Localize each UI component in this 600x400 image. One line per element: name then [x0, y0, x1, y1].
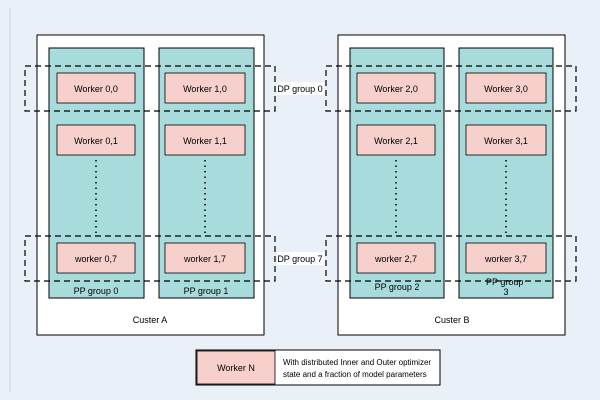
worker-2-1-box — [356, 124, 436, 156]
worker-1-1-box — [164, 124, 246, 156]
pp-group-3-label-line1: PP group — [486, 277, 523, 287]
worker-0-1-label: Worker 0,1 — [74, 136, 118, 146]
worker-2-7-label: worker 2,7 — [374, 254, 417, 264]
worker-1-7-label: worker 1,7 — [183, 254, 226, 264]
worker-3-0-label: Worker 3,0 — [484, 84, 528, 94]
worker-2-0-label: Worker 2,0 — [374, 84, 418, 94]
dp-group-0-label-bg — [277, 82, 324, 95]
dp-group-7-box — [24, 235, 276, 282]
worker-3-1-box — [465, 124, 547, 156]
dp-group-0-box-cluster-b — [325, 65, 577, 112]
worker-0-7-box — [56, 242, 136, 274]
dp-group-0-box — [24, 65, 276, 112]
dp-group-0-label: DP group 0 — [277, 84, 322, 94]
legend-worker-box — [196, 350, 276, 385]
worker-2-0-box — [356, 72, 436, 104]
worker-1-7-box — [164, 242, 246, 274]
worker-1-0-label: Worker 1,0 — [183, 84, 227, 94]
dp-group-7-label-bg — [277, 252, 324, 265]
worker-0-1-box — [56, 124, 136, 156]
worker-3-1-label: Worker 3,1 — [484, 136, 528, 146]
worker-3-0-box — [465, 72, 547, 104]
cluster-a-label: Custer A — [133, 315, 168, 325]
legend-description-line2: state and a fraction of model parameters — [283, 370, 427, 379]
pp-group-0-label: PP group 0 — [74, 286, 119, 296]
worker-3-7-label: worker 3,7 — [484, 254, 527, 264]
cluster-b-label: Custer B — [434, 315, 469, 325]
worker-0-7-label: worker 0,7 — [74, 254, 117, 264]
pp-group-3-label: PP group 3 — [486, 277, 526, 297]
pp-group-2-label: PP group 2 — [375, 282, 420, 292]
dp-group-7-box-cluster-b — [325, 235, 577, 282]
pp-group-3-label-line2: 3 — [503, 287, 508, 297]
worker-0-0-box — [56, 72, 136, 104]
worker-3-7-box — [465, 242, 547, 274]
worker-1-1-label: Worker 1,1 — [183, 136, 227, 146]
legend-worker-label: Worker N — [217, 363, 255, 373]
dp-group-7-label: DP group 7 — [277, 254, 322, 264]
worker-2-7-box — [356, 242, 436, 274]
worker-0-0-label: Worker 0,0 — [74, 84, 118, 94]
pp-group-1-label: PP group 1 — [184, 286, 229, 296]
worker-2-1-label: Worker 2,1 — [374, 136, 418, 146]
worker-1-0-box — [164, 72, 246, 104]
legend-description-line1: With distributed Inner and Outer optimiz… — [283, 358, 431, 367]
